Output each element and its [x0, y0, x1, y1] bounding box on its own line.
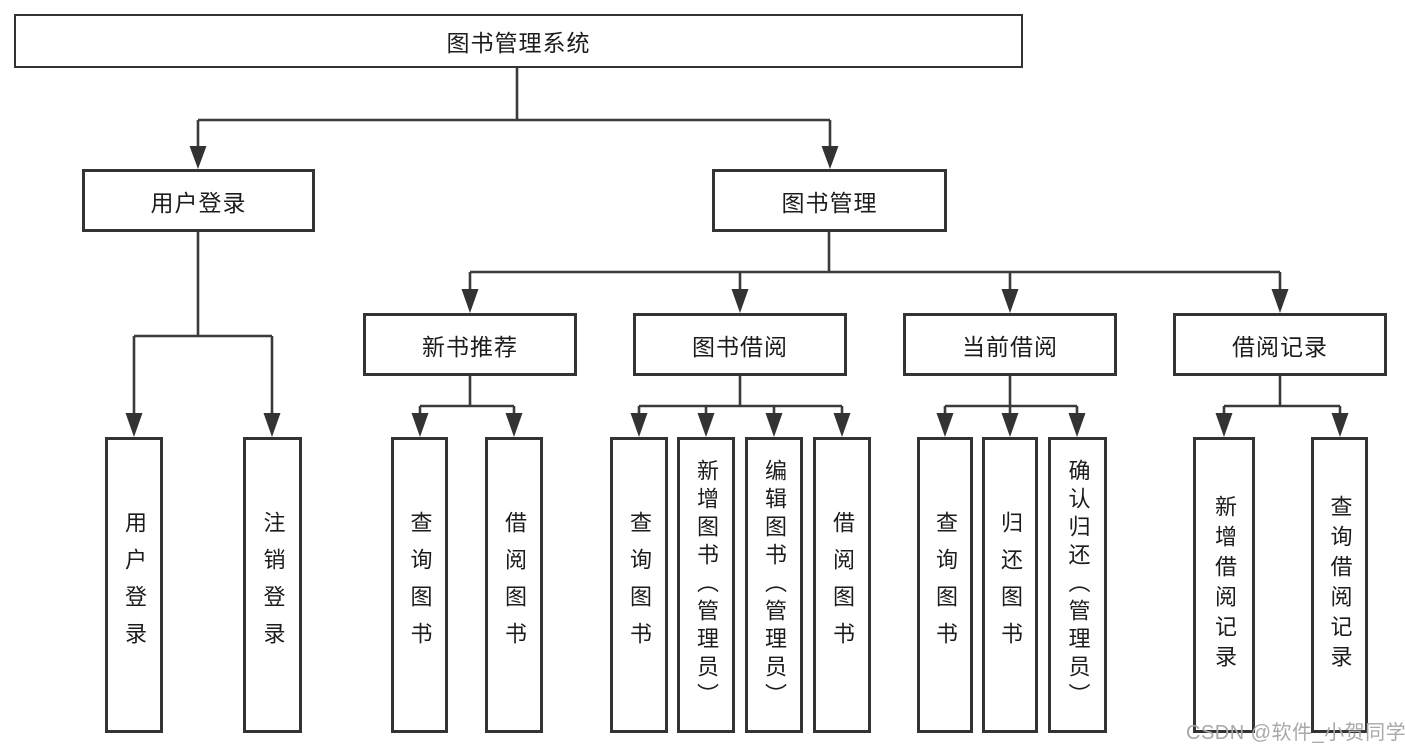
- leaf-records-query-borrow-record: 查询借阅记录: [1311, 437, 1368, 733]
- leaf-current-return-books-label: 归还图书: [998, 511, 1023, 659]
- node-book-borrow-label: 图书借阅: [692, 333, 788, 360]
- leaf-records-add-borrow-record: 新增借阅记录: [1193, 437, 1255, 733]
- leaf-newbook-borrow-books-label: 借阅图书: [502, 511, 527, 659]
- arrowheads: [125, 146, 1349, 437]
- leaf-records-query-borrow-record-label: 查询借阅记录: [1327, 495, 1353, 675]
- watermark-text: CSDN @软件_小贺同学: [1186, 722, 1405, 744]
- node-current-borrow-label: 当前借阅: [962, 333, 1058, 360]
- connector-root-to-level2: [196, 68, 832, 150]
- leaf-borrow-query-books-label: 查询图书: [627, 511, 652, 659]
- leaf-newbook-query-books: 查询图书: [391, 437, 448, 733]
- node-borrow-records-label: 借阅记录: [1232, 333, 1328, 360]
- node-library-system-label: 图书管理系统: [446, 30, 591, 56]
- leaf-borrow-add-books-admin: 新增图书（管理员）: [677, 437, 735, 733]
- leaf-logout-label: 注销登录: [260, 511, 286, 659]
- leaf-borrow-borrow-books-label: 借阅图书: [830, 511, 855, 659]
- leaf-current-return-books: 归还图书: [982, 437, 1038, 733]
- node-user-login-label: 用户登录: [150, 189, 247, 216]
- node-current-borrow: 当前借阅: [903, 313, 1117, 376]
- connector-new-book-to-leaves: [418, 376, 516, 418]
- node-book-management: 图书管理: [712, 169, 947, 232]
- leaf-borrow-edit-books-admin-label: 编辑图书（管理员）: [762, 459, 787, 711]
- node-user-login: 用户登录: [82, 169, 315, 232]
- node-library-system: 图书管理系统: [14, 14, 1023, 68]
- leaf-current-query-books: 查询图书: [917, 437, 973, 733]
- leaf-user-login: 用户登录: [105, 437, 163, 733]
- leaf-current-confirm-return-admin: 确认归还（管理员）: [1048, 437, 1107, 733]
- leaf-borrow-query-books: 查询图书: [610, 437, 668, 733]
- node-book-management-label: 图书管理: [781, 189, 878, 216]
- leaf-current-confirm-return-admin-label: 确认归还（管理员）: [1065, 459, 1091, 711]
- leaf-records-add-borrow-record-label: 新增借阅记录: [1212, 495, 1237, 675]
- leaf-borrow-borrow-books: 借阅图书: [813, 437, 871, 733]
- leaf-borrow-edit-books-admin: 编辑图书（管理员）: [745, 437, 803, 733]
- connector-borrow-records-to-leaves: [1222, 376, 1342, 418]
- leaf-user-login-label: 用户登录: [122, 511, 147, 659]
- node-new-book-recommend-label: 新书推荐: [422, 333, 518, 360]
- connector-book-borrow-to-leaves: [637, 376, 844, 418]
- node-borrow-records: 借阅记录: [1173, 313, 1387, 376]
- leaf-newbook-borrow-books: 借阅图书: [485, 437, 543, 733]
- node-new-book-recommend: 新书推荐: [363, 313, 577, 376]
- connector-user-login-to-leaves: [132, 232, 274, 418]
- node-book-borrow: 图书借阅: [633, 313, 847, 376]
- leaf-current-query-books-label: 查询图书: [933, 511, 958, 659]
- leaf-newbook-query-books-label: 查询图书: [407, 511, 433, 659]
- leaf-borrow-add-books-admin-label: 新增图书（管理员）: [694, 459, 719, 711]
- connector-current-borrow-to-leaves: [943, 376, 1079, 418]
- leaf-logout: 注销登录: [243, 437, 302, 733]
- connector-book-mgmt-to-level3: [468, 232, 1282, 292]
